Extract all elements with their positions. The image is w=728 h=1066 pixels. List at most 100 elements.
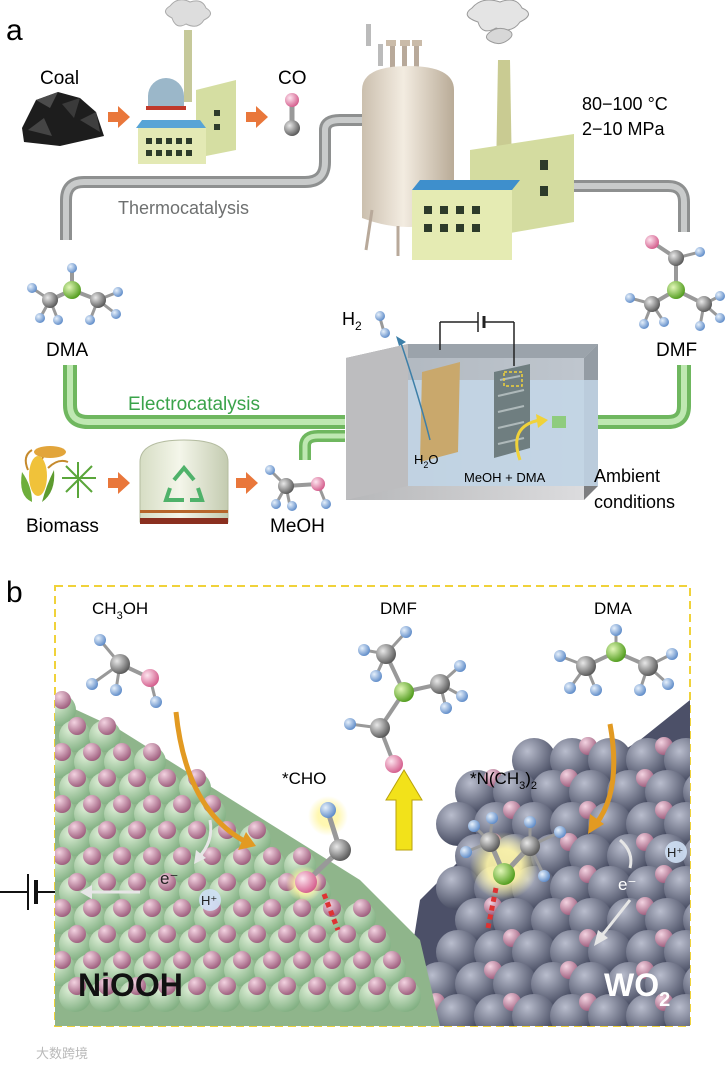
oxygen-atom <box>203 847 221 865</box>
oxygen-atom <box>712 769 728 787</box>
ch3oh-adsorb-arrowhead-icon <box>238 832 256 850</box>
oxygen-atom <box>368 977 386 995</box>
oxygen-atom <box>188 873 206 891</box>
oxygen-atom <box>308 977 326 995</box>
wo2-atom <box>588 866 632 910</box>
wo2-atom <box>683 775 690 809</box>
oxygen-atom <box>158 873 176 891</box>
dma-adsorb-arrowhead-icon <box>588 814 604 834</box>
oxygen-atom <box>68 977 86 995</box>
oxygen-atom <box>173 951 191 969</box>
electron-path-right <box>618 838 633 869</box>
oxygen-atom <box>188 821 206 839</box>
oxygen-atom <box>55 743 71 761</box>
oxygen-atom <box>278 977 296 995</box>
oxygen-atom <box>98 717 116 735</box>
oxygen-atom <box>158 769 176 787</box>
arrow-coal-icon <box>108 106 130 128</box>
proton-bubble-left <box>199 889 221 911</box>
dmf-label-b: DMF <box>380 599 417 618</box>
oxygen-atom <box>263 847 281 865</box>
oxygen-atom <box>173 847 191 865</box>
wo2-atom <box>569 898 613 942</box>
oxygen-atom <box>233 847 251 865</box>
dma-adsorb-arrow <box>593 723 617 826</box>
oxygen-atom <box>338 925 356 943</box>
oxygen-atom <box>278 925 296 943</box>
oxygen-atom <box>83 951 101 969</box>
oxygen-atom <box>98 873 116 891</box>
wo2-atom <box>569 770 613 814</box>
oxygen-atom <box>353 951 371 969</box>
oxygen-atom <box>113 743 131 761</box>
cho-adsorbate-icon <box>286 796 351 931</box>
niooh-label: NiOOH <box>78 967 183 1003</box>
oxygen-atom <box>293 899 311 917</box>
oxygen-atom <box>143 847 161 865</box>
wo2-atom <box>664 994 690 1026</box>
electrolyzer-cell-icon <box>346 312 598 500</box>
oxygen-atom <box>173 899 191 917</box>
wo2-atom <box>645 770 689 814</box>
oxygen-atom <box>218 977 236 995</box>
ambient-label-line1: Ambient <box>594 466 660 486</box>
oxygen-atom <box>68 717 86 735</box>
oxygen-atom <box>98 977 116 995</box>
oxygen-atom <box>128 925 146 943</box>
oxygen-atom <box>113 795 131 813</box>
oxygen-atom <box>203 951 221 969</box>
conditions-line2: 2−10 MPa <box>582 119 666 139</box>
wo2-atom <box>588 802 632 846</box>
oxygen-atom <box>128 769 146 787</box>
oxygen-atom <box>98 769 116 787</box>
wo2-atom <box>436 994 480 1026</box>
wo2-atom <box>512 994 556 1026</box>
coal-pile-icon <box>22 92 104 146</box>
oxygen-atom <box>188 977 206 995</box>
dma-molecule-icon-b <box>554 624 678 696</box>
oxygen-atom <box>173 795 191 813</box>
dma-molecule-icon <box>27 263 123 325</box>
oxygen-atom <box>143 951 161 969</box>
oxygen-atom <box>128 821 146 839</box>
oxygen-atom <box>83 795 101 813</box>
oxygen-atom <box>712 961 728 979</box>
thermo-pipe-left-highlight <box>63 117 372 240</box>
electrocatalysis-label: Electrocatalysis <box>128 394 260 415</box>
oxygen-atom <box>383 951 401 969</box>
bio-reactor-icon <box>139 439 229 524</box>
h2o-label: H2O <box>414 452 439 470</box>
oxygen-atom <box>55 847 71 865</box>
dmf-molecule-icon-b <box>344 626 468 773</box>
oxygen-atom <box>323 951 341 969</box>
electron-flow-arrowhead-icon <box>80 885 92 899</box>
niooh-atoms <box>55 691 421 1012</box>
wo2-atom <box>683 967 690 1001</box>
electro-pipe-meoh-highlight <box>302 433 345 460</box>
electron-label-left: e⁻ <box>160 869 178 888</box>
biomass-label: Biomass <box>26 516 99 537</box>
small-factory-icon <box>136 0 236 164</box>
wo2-atom <box>436 930 480 974</box>
dmf-label: DMF <box>656 340 697 361</box>
dma-label: DMA <box>46 340 89 361</box>
electron-label-right: e⁻ <box>618 875 636 894</box>
wo2-atom <box>588 738 632 782</box>
proton-bubble-right <box>665 841 687 863</box>
nch3-adsorbate-icon <box>460 812 566 929</box>
wo2-atom <box>512 930 556 974</box>
h2-molecule-icon <box>375 311 390 338</box>
large-factory-icon <box>412 0 574 260</box>
wo2-atom <box>436 866 480 910</box>
wo2-atom <box>512 738 556 782</box>
electron-flow-right <box>598 899 632 939</box>
wo2-atom <box>493 898 537 942</box>
dmf-release-arrow-icon <box>385 769 423 851</box>
oxygen-atom <box>248 873 266 891</box>
oxygen-atom <box>113 951 131 969</box>
oxygen-atom <box>113 847 131 865</box>
wo2-atom <box>588 994 632 1026</box>
oxygen-atom <box>218 925 236 943</box>
oxygen-atom <box>233 951 251 969</box>
